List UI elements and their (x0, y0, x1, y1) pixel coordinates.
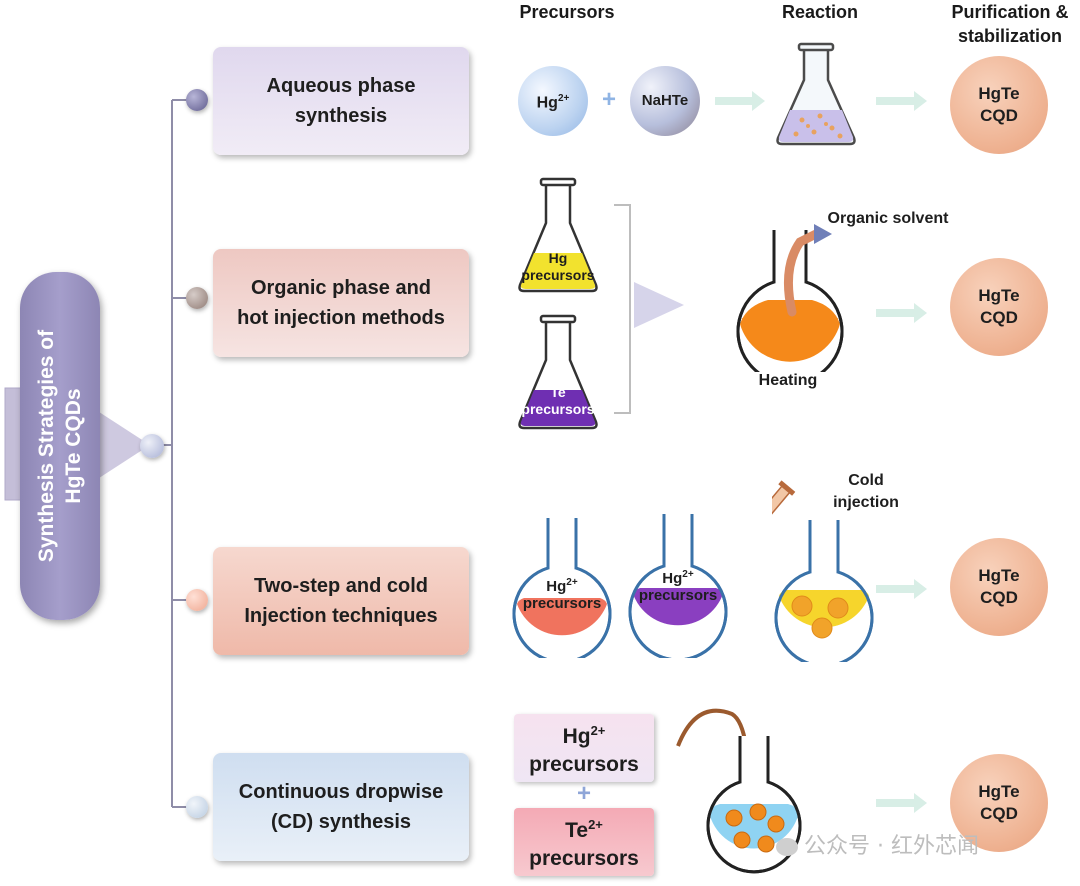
cold-injection-flask (772, 480, 874, 662)
round-flask-red-hg: Hg (546, 578, 567, 595)
te-box-label: Te (565, 819, 589, 842)
header-reaction: Reaction (781, 2, 859, 22)
te-precursor-flask (518, 314, 598, 430)
cqd-row4-line2: CQD (980, 804, 1018, 823)
hg-ion-sphere: Hg2+ (518, 66, 588, 136)
watermark: 公众号 · 红外芯闻 (776, 828, 979, 860)
cqd-row1-line2: CQD (980, 106, 1018, 125)
cqd-row2-line2: CQD (980, 308, 1018, 327)
node-continuous (186, 796, 208, 818)
round-flask-purple-label: Hg2+ precursors (632, 566, 724, 604)
heating-flask (736, 224, 844, 372)
hg-ion-charge: 2+ (557, 92, 570, 104)
hg-box-label: Hg (562, 725, 591, 748)
hg-box-line2: precursors (529, 753, 639, 776)
round-flask-red-line2: precursors (522, 595, 602, 612)
method-box-organic: Organic phase and hot injection methods (213, 249, 469, 357)
te-precursor-box: Te2+ precursors (514, 808, 654, 876)
cqd-row3-line2: CQD (980, 588, 1018, 607)
cold-injection-label: Cold injection (826, 470, 906, 514)
cold-injection-line2: injection (833, 494, 899, 511)
hg-precursor-box: Hg2+ precursors (514, 714, 654, 782)
header-purification-line2: stabilization (957, 26, 1062, 46)
central-node (140, 434, 164, 458)
hg-precursor-flask (518, 177, 598, 293)
round-flask-purple-charge: 2+ (682, 569, 694, 580)
reaction-erlenmeyer-flask (776, 42, 856, 146)
method-two-step-line1: Two-step and cold (253, 575, 429, 597)
round-flask-red-label: Hg2+ precursors (516, 574, 608, 612)
header-purification-line1: Purification & (951, 2, 1069, 22)
header-purification: Purification & stabilization (940, 0, 1080, 48)
node-aqueous (186, 89, 208, 111)
method-continuous-line1: Continuous dropwise (238, 781, 444, 803)
te-precursor-flask-label: Te precursors (514, 384, 602, 418)
method-organic-line1: Organic phase and (250, 277, 432, 299)
hg-ion-label: Hg (536, 94, 558, 112)
method-box-continuous: Continuous dropwise (CD) synthesis (213, 753, 469, 861)
cqd-row2-line1: HgTe (978, 286, 1020, 305)
hg-precursor-round-flask-purple (628, 514, 728, 658)
hg-precursor-flask-label: Hg precursors (514, 250, 602, 284)
method-aqueous-line1: Aqueous phase (266, 75, 416, 97)
plus-sign-row4: + (576, 780, 591, 807)
te-box-line2: precursors (529, 847, 639, 870)
round-flask-purple-line2: precursors (638, 587, 718, 604)
plus-sign-row1: + (601, 86, 616, 113)
hg-precursor-round-flask-red (512, 518, 612, 658)
nahte-sphere: NaHTe (630, 66, 700, 136)
hg-box-charge: 2+ (590, 723, 606, 738)
node-organic (186, 287, 208, 309)
cqd-row1-line1: HgTe (978, 84, 1020, 103)
round-flask-purple-hg: Hg (662, 570, 683, 587)
watermark-icon (776, 838, 798, 856)
watermark-text: 公众号 · 红外芯闻 (804, 834, 979, 859)
hg-flask-line1: Hg (548, 250, 568, 266)
heating-label: Heating (758, 372, 818, 389)
cqd-row4-line1: HgTe (978, 782, 1020, 801)
te-flask-line1: Te (550, 384, 566, 400)
header-precursors: Precursors (519, 2, 615, 22)
method-two-step-line2: Injection techniques (244, 605, 438, 627)
method-box-aqueous: Aqueous phase synthesis (213, 47, 469, 155)
method-organic-line2: hot injection methods (237, 307, 445, 329)
method-continuous-line2: (CD) synthesis (270, 811, 412, 833)
hg-flask-line2: precursors (521, 267, 595, 283)
method-box-two-step: Two-step and cold Injection techniques (213, 547, 469, 655)
node-two-step (186, 589, 208, 611)
round-flask-red-charge: 2+ (566, 577, 578, 588)
organic-solvent-label: Organic solvent (827, 210, 949, 227)
method-aqueous-line2: synthesis (294, 105, 388, 127)
nahte-label: NaHTe (641, 92, 689, 109)
cqd-row3-line1: HgTe (978, 566, 1020, 585)
cold-injection-line1: Cold (848, 472, 884, 489)
te-flask-line2: precursors (521, 401, 595, 417)
te-box-charge: 2+ (588, 817, 603, 832)
central-title-box: Synthesis Strategies of HgTe CQDs (20, 272, 100, 620)
dropwise-flask (676, 708, 802, 874)
